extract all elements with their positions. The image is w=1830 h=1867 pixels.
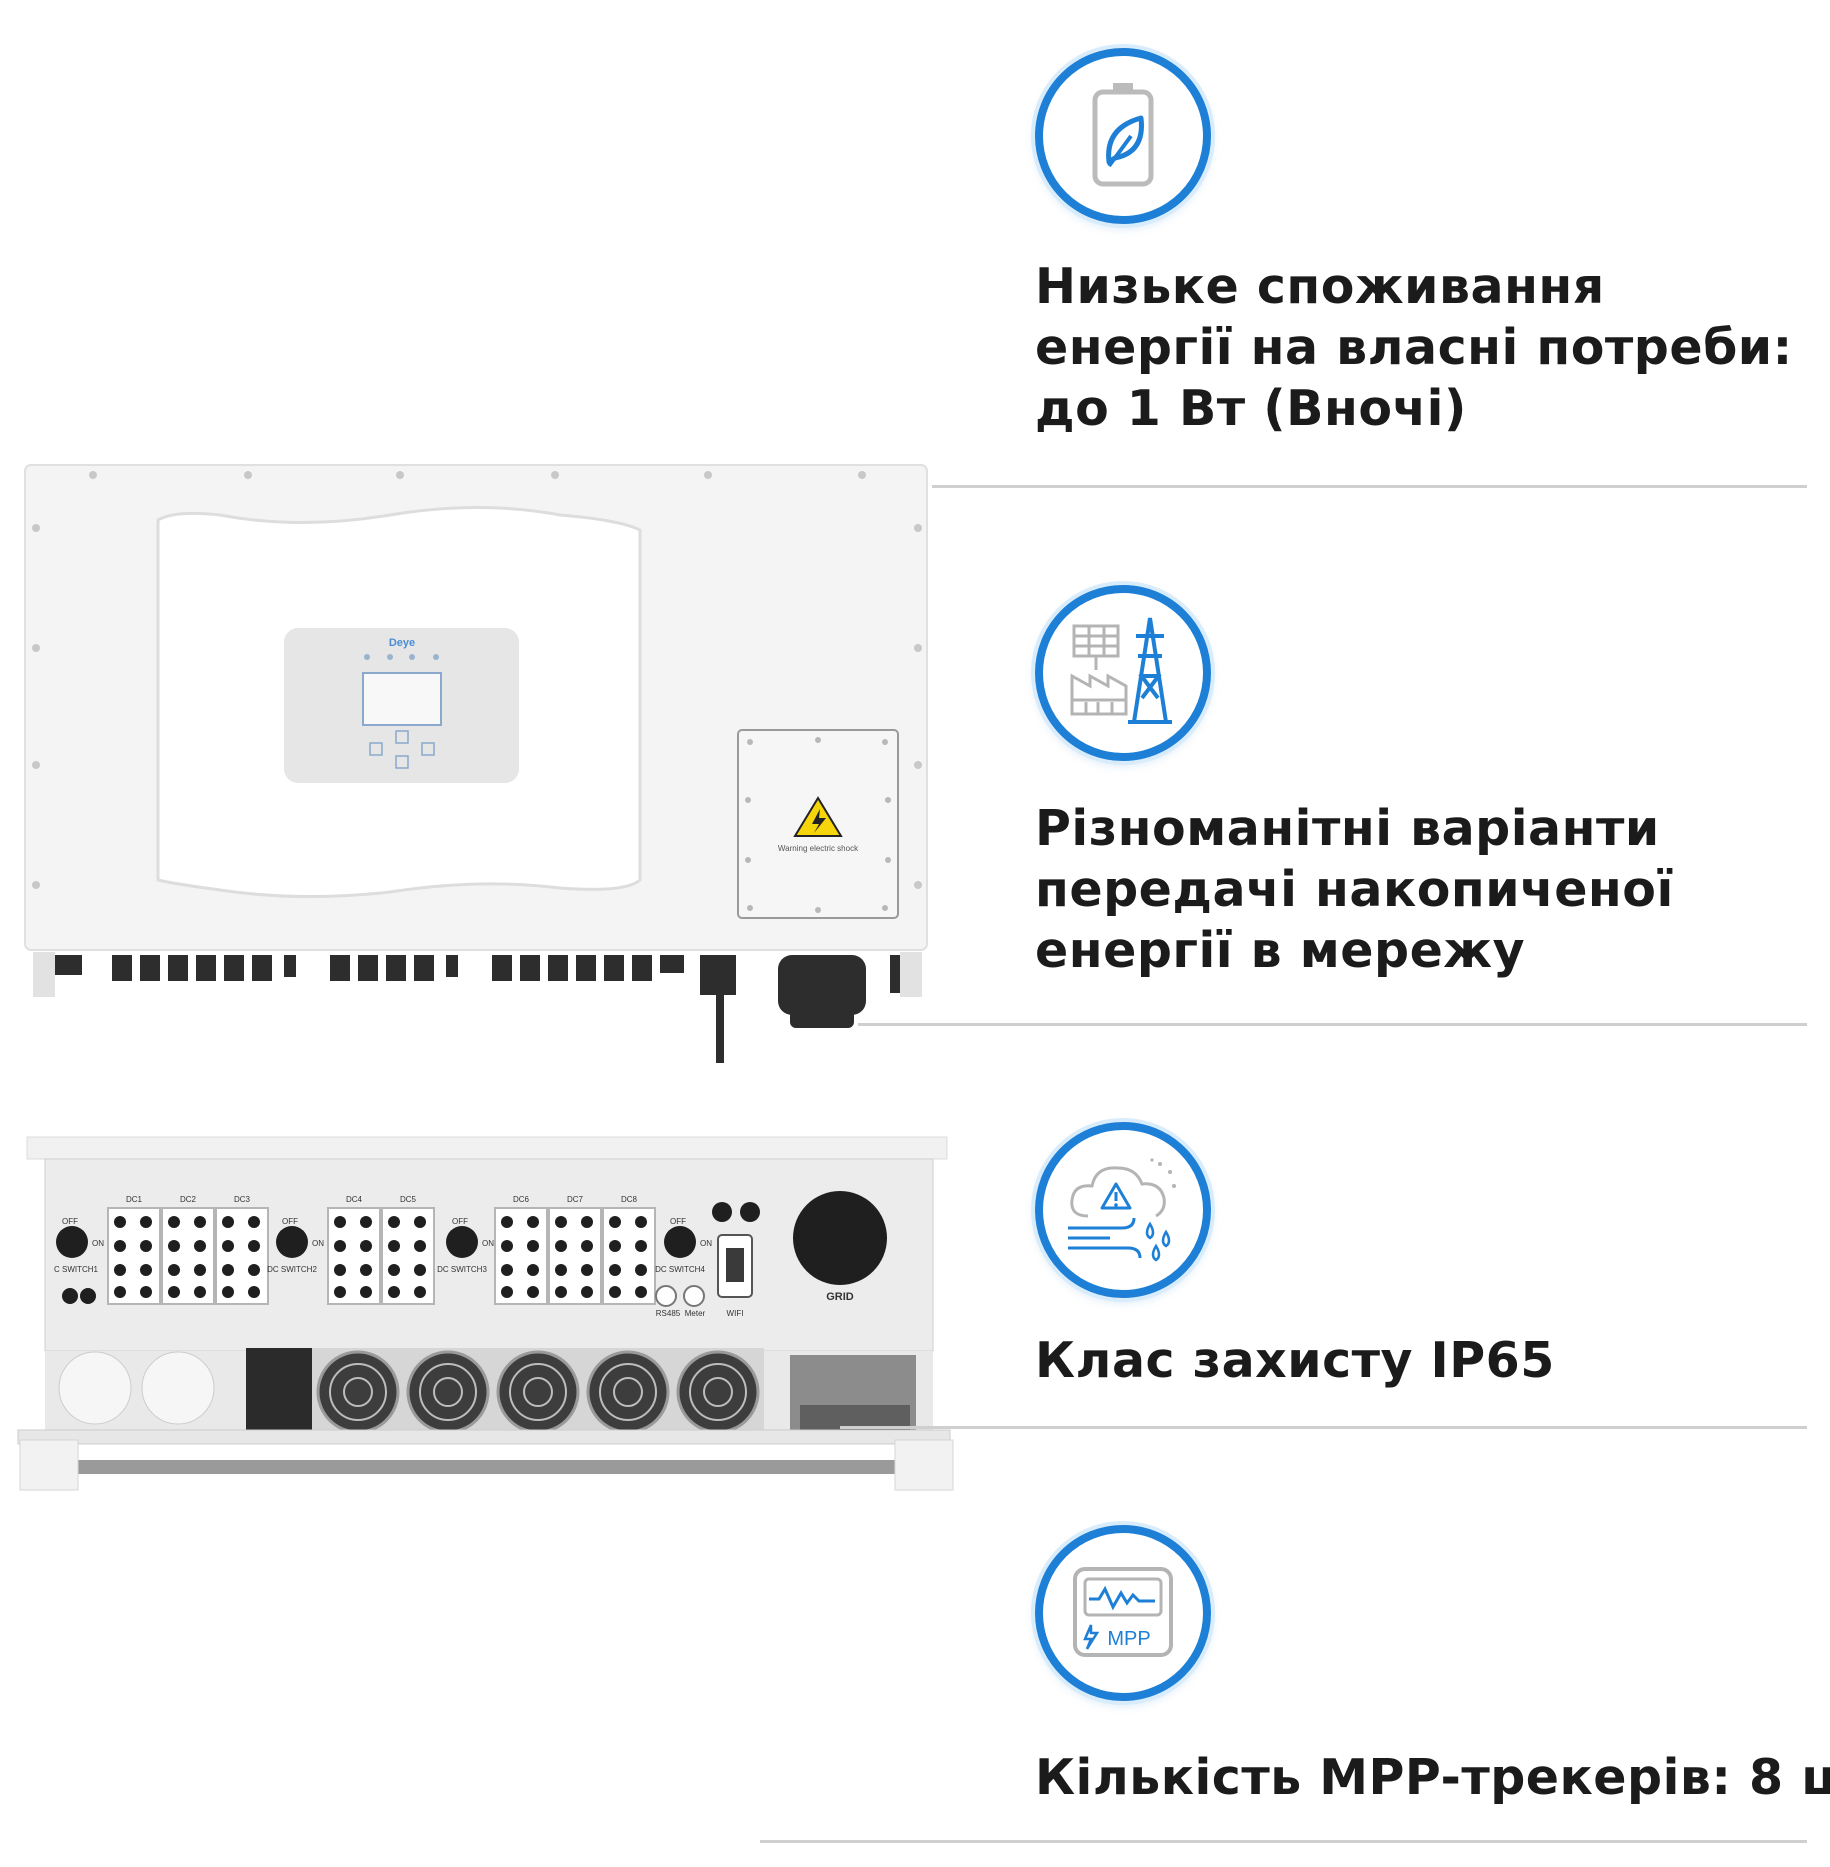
feature-low-consumption: Низьке споживання енергії на власні потр…: [1035, 48, 1815, 488]
svg-text:C SWITCH1: C SWITCH1: [54, 1265, 99, 1274]
svg-text:OFF: OFF: [282, 1217, 298, 1226]
weather-protection-icon: [1035, 1122, 1211, 1298]
feature-text: Різноманітні варіанти передачі накопичен…: [1035, 800, 1674, 979]
svg-text:OFF: OFF: [670, 1217, 686, 1226]
svg-text:DC8: DC8: [621, 1195, 638, 1204]
svg-text:Warning electric shock: Warning electric shock: [778, 844, 859, 853]
feature-ip-class: Клас захисту IP65: [1035, 1122, 1815, 1422]
svg-text:DC4: DC4: [346, 1195, 363, 1204]
svg-text:GRID: GRID: [826, 1291, 854, 1303]
inverter-front-image: Deye Warning electric shock: [24, 464, 928, 1063]
mpp-tracker-icon: MPP: [1035, 1525, 1211, 1701]
svg-text:DC6: DC6: [513, 1195, 530, 1204]
svg-text:MPP: MPP: [1107, 1628, 1150, 1650]
svg-text:DC5: DC5: [400, 1195, 417, 1204]
solar-grid-icon: [1035, 585, 1211, 761]
divider: [858, 1023, 1807, 1026]
svg-text:OFF: OFF: [452, 1217, 468, 1226]
svg-text:DC SWITCH3: DC SWITCH3: [437, 1265, 487, 1274]
svg-text:ON: ON: [92, 1239, 104, 1248]
divider: [932, 485, 1807, 488]
svg-text:DC SWITCH4: DC SWITCH4: [655, 1265, 705, 1274]
feature-text: Кількість MPP-трекерів: 8 шт: [1035, 1749, 1830, 1806]
svg-text:RS485: RS485: [656, 1309, 681, 1318]
battery-leaf-icon: [1035, 48, 1211, 224]
svg-text:ON: ON: [700, 1239, 712, 1248]
svg-text:WIFI: WIFI: [727, 1309, 744, 1318]
svg-text:DC2: DC2: [180, 1195, 197, 1204]
feature-grid-transfer: Різноманітні варіанти передачі накопичен…: [1035, 585, 1815, 1025]
svg-text:Meter: Meter: [685, 1309, 706, 1318]
divider: [760, 1840, 1807, 1843]
svg-text:OFF: OFF: [62, 1217, 78, 1226]
svg-text:DC SWITCH2: DC SWITCH2: [267, 1265, 317, 1274]
feature-text: Клас захисту IP65: [1035, 1332, 1555, 1389]
svg-text:DC3: DC3: [234, 1195, 251, 1204]
feature-mpp-trackers: MPP Кількість MPP-трекерів: 8 шт: [1035, 1525, 1830, 1825]
svg-text:ON: ON: [482, 1239, 494, 1248]
svg-text:Deye: Deye: [389, 637, 415, 649]
divider: [840, 1426, 1807, 1429]
svg-text:ON: ON: [312, 1239, 324, 1248]
svg-text:DC1: DC1: [126, 1195, 143, 1204]
svg-text:DC7: DC7: [567, 1195, 584, 1204]
feature-text: Низьке споживання енергії на власні потр…: [1035, 258, 1793, 437]
